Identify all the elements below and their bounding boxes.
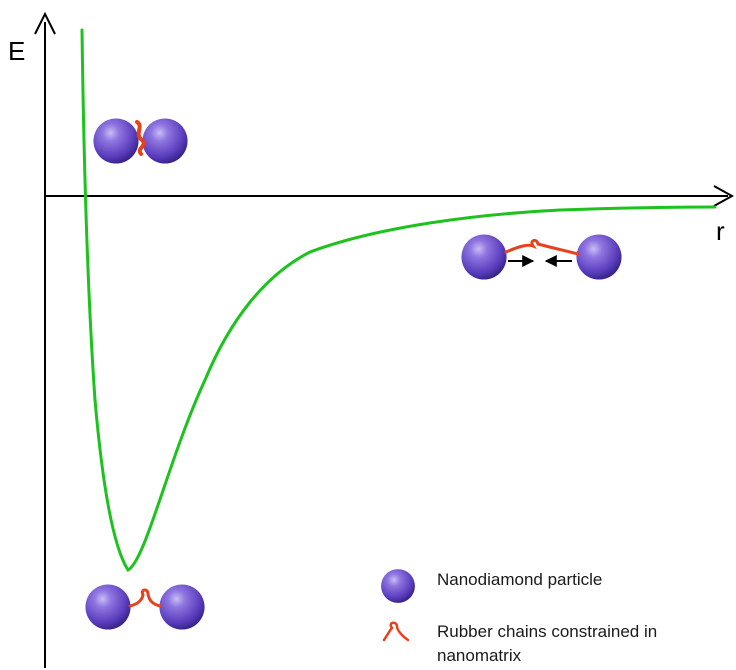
rubber-chain-icon — [135, 120, 146, 156]
equilibrium-particle-pair — [85, 584, 205, 630]
nanodiamond-particle-icon — [142, 118, 188, 164]
potential-energy-curve — [80, 28, 717, 573]
y-axis-arrowhead — [34, 11, 56, 35]
legend-particle-icon — [381, 569, 415, 603]
nanodiamond-particle-icon — [159, 584, 205, 630]
nanodiamond-particle-icon — [85, 584, 131, 630]
rubber-chain-icon — [504, 238, 580, 256]
compressed-particle-pair — [93, 118, 188, 164]
nanodiamond-particle-icon — [461, 234, 507, 280]
y-axis-label: E — [8, 36, 25, 66]
separated-particle-pair — [461, 234, 622, 280]
legend-chain-label-line2: nanomatrix — [437, 646, 522, 665]
legend: Nanodiamond particle Rubber chains const… — [381, 569, 657, 665]
axes: E r — [8, 11, 735, 668]
legend-chain-icon — [382, 621, 410, 642]
legend-particle-label: Nanodiamond particle — [437, 570, 602, 589]
x-axis-label: r — [716, 216, 725, 246]
nanodiamond-particle-icon — [93, 118, 139, 164]
rubber-chain-icon — [128, 588, 162, 608]
nanodiamond-particle-icon — [576, 234, 622, 280]
x-axis-arrowhead — [713, 185, 735, 207]
legend-chain-label-line1: Rubber chains constrained in — [437, 622, 657, 641]
